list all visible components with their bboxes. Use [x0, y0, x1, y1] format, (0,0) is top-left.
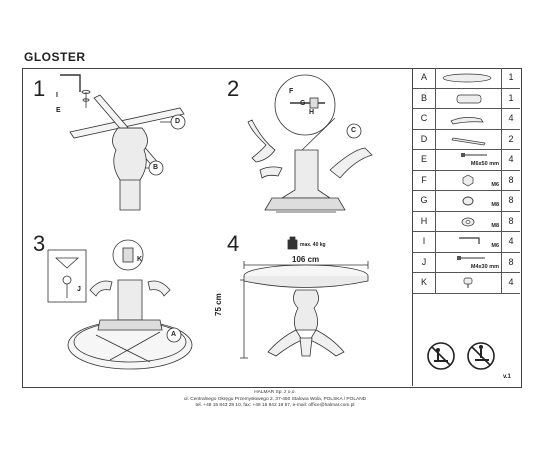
step-number-1: 1 — [33, 76, 46, 101]
company-name: HALMAR Sp. z o.o. — [254, 390, 296, 395]
part-letter: E — [413, 150, 436, 170]
part-row-d: D 2 — [413, 129, 520, 150]
part-letter: J — [413, 252, 436, 272]
step-number-4: 4 — [227, 231, 240, 256]
allen-key-icon — [459, 237, 480, 244]
product-title: GLOSTER — [24, 50, 86, 64]
step-number-3: 3 — [33, 231, 46, 256]
max-load-label: max. 40 kg — [300, 242, 326, 248]
callout-d: D — [175, 118, 181, 125]
part-row-k: K 4 — [413, 273, 520, 294]
part-letter: G — [413, 191, 436, 211]
width-dimension: 106 cm — [292, 255, 320, 264]
instruction-frame — [22, 68, 522, 388]
company-contact: tel. +48 15 843 28 10, fax: +48 15 842 1… — [195, 403, 355, 408]
part-row-i: I M6 4 — [413, 232, 520, 253]
callout-f: F — [289, 88, 294, 95]
callout-g: G — [300, 100, 306, 107]
part-qty: 8 — [501, 191, 520, 211]
callout-a: A — [171, 331, 177, 338]
part-spec: M8 — [491, 222, 499, 229]
part-letter: I — [413, 232, 436, 252]
callout-j: J — [77, 286, 81, 293]
part-row-f: F M6 8 — [413, 170, 520, 191]
part-letter: A — [413, 68, 436, 88]
parts-table: A 1 B 1 C 4 D 2 E M6x50 mm 4 F M6 8 G M8… — [413, 68, 520, 294]
footer: HALMAR Sp. z o.o. ul. Centralnego Okręgu… — [0, 390, 550, 410]
part-qty: 4 — [501, 150, 520, 170]
leg-icon — [450, 117, 484, 125]
part-letter: F — [413, 170, 436, 190]
washer-icon — [461, 217, 475, 226]
part-qty: 8 — [501, 170, 520, 190]
company-address: ul. Centralnego Okręgu Przemysłowego 2, … — [183, 396, 367, 402]
callout-b: B — [153, 164, 159, 171]
part-letter: C — [413, 109, 436, 129]
pedestal-icon — [456, 94, 482, 103]
part-qty: 2 — [501, 129, 520, 149]
part-row-a: A 1 — [413, 68, 520, 89]
part-row-g: G M8 8 — [413, 191, 520, 212]
bolt-icon — [461, 153, 487, 157]
part-spec: M4x30 mm — [470, 263, 499, 270]
part-qty: 1 — [501, 68, 520, 88]
callout-e: E — [56, 107, 61, 114]
part-row-b: B 1 — [413, 88, 520, 109]
part-spec: M6x50 mm — [470, 161, 499, 167]
part-qty: 4 — [501, 109, 520, 129]
part-row-c: C 4 — [413, 109, 520, 130]
part-qty: 4 — [501, 232, 520, 252]
part-letter: B — [413, 88, 436, 108]
callout-k: K — [137, 256, 143, 263]
part-row-h: H M8 8 — [413, 211, 520, 232]
spring-washer-icon — [462, 196, 474, 206]
callout-h: H — [309, 109, 315, 116]
step-number-2: 2 — [227, 76, 240, 101]
part-letter: D — [413, 129, 436, 149]
version-label: v.1 — [503, 374, 511, 380]
callout-c: C — [351, 127, 357, 134]
part-spec: M6 — [491, 181, 499, 188]
frame-divider — [412, 68, 413, 386]
part-row-e: E M6x50 mm 4 — [413, 150, 520, 171]
part-spec: M6 — [491, 243, 499, 249]
part-qty: 8 — [501, 211, 520, 231]
glide-icon — [463, 277, 473, 288]
beam-icon — [451, 137, 486, 145]
part-letter: K — [413, 273, 436, 293]
table-top-icon — [442, 73, 492, 83]
wood-screw-icon — [457, 255, 485, 260]
nut-icon — [462, 174, 474, 186]
part-spec: M8 — [491, 202, 499, 208]
part-row-j: J M4x30 mm 8 — [413, 252, 520, 273]
part-qty: 8 — [501, 252, 520, 272]
part-qty: 1 — [501, 88, 520, 108]
callout-i: I — [56, 92, 58, 99]
part-qty: 4 — [501, 273, 520, 293]
part-letter: H — [413, 211, 436, 231]
